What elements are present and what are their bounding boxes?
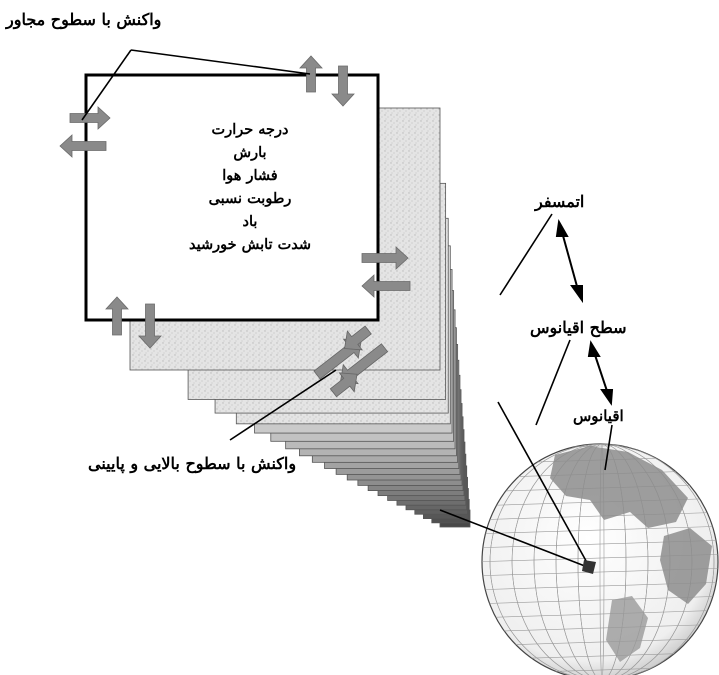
leader-ocean	[604, 424, 613, 471]
cross-arrow	[329, 372, 358, 398]
leader-to-left-arrow	[81, 49, 132, 121]
exchange-arrows	[59, 55, 411, 398]
ocean-label: اقیانوس	[573, 407, 624, 425]
top-grid-cell	[84, 73, 380, 322]
variable-wind: باد	[242, 213, 258, 230]
globe-landmass-south	[606, 596, 648, 662]
exchange-arrow	[361, 246, 409, 270]
leader-to-top-arrow	[130, 49, 311, 75]
leader-atmosphere	[499, 213, 553, 296]
variable-solar-radiation: شدت تابش خورشید	[188, 236, 312, 253]
exchange-arrow	[59, 134, 107, 158]
globe-landmass-east	[660, 528, 712, 604]
layer-link-arrows	[555, 218, 614, 406]
leader-ocean-surface	[535, 339, 571, 426]
cross-arrow	[344, 325, 372, 351]
exchange-arrow	[138, 303, 162, 349]
neighbor-interaction-label: واکنش با سطوح مجاور	[6, 10, 162, 29]
vertical-exchange-cross-arrows	[313, 325, 389, 398]
leader-vertical-interaction	[229, 369, 337, 441]
link-arrowhead-top	[555, 218, 569, 237]
globe-graticule	[482, 444, 718, 675]
globe	[481, 443, 719, 675]
link-arrowhead-bottom	[570, 285, 583, 304]
atmosphere-label: اتمسفر	[535, 192, 585, 211]
selected-globe-cell	[582, 560, 596, 574]
globe-longitude-line	[599, 444, 605, 675]
ocean-surface-label: سطح اقیانوس	[530, 318, 627, 337]
link-arrowhead-bottom-2	[600, 389, 614, 406]
globe-longitude-line	[489, 444, 715, 675]
atmosphere-ocean-surface-link	[561, 231, 579, 291]
ocean-surface-ocean-link	[593, 351, 609, 395]
exchange-arrow	[361, 274, 411, 298]
globe-landmass-north	[550, 446, 688, 528]
variable-temperature: درجه حرارت	[211, 121, 289, 138]
variable-relative-humidity: رطوبت نسبی	[208, 190, 292, 207]
globe-longitude-line	[555, 444, 649, 675]
exchange-arrow	[299, 55, 323, 93]
funnel-edge-top	[497, 401, 591, 569]
climate-variables-list: درجه حرارت بارش فشار هوا رطوبت نسبی باد …	[150, 118, 350, 256]
exchange-arrow	[69, 106, 111, 130]
variable-precipitation: بارش	[233, 144, 267, 161]
variable-air-pressure: فشار هوا	[222, 167, 278, 184]
exchange-arrow	[331, 65, 355, 107]
leader-lines	[81, 49, 613, 569]
exchange-arrow	[105, 296, 129, 336]
funnel-edge-bottom	[439, 509, 591, 569]
link-arrowhead-top-2	[587, 340, 601, 357]
vertical-interaction-label: واکنش با سطوح بالایی و پایینی	[88, 454, 297, 473]
globe-longitude-line	[577, 444, 627, 675]
